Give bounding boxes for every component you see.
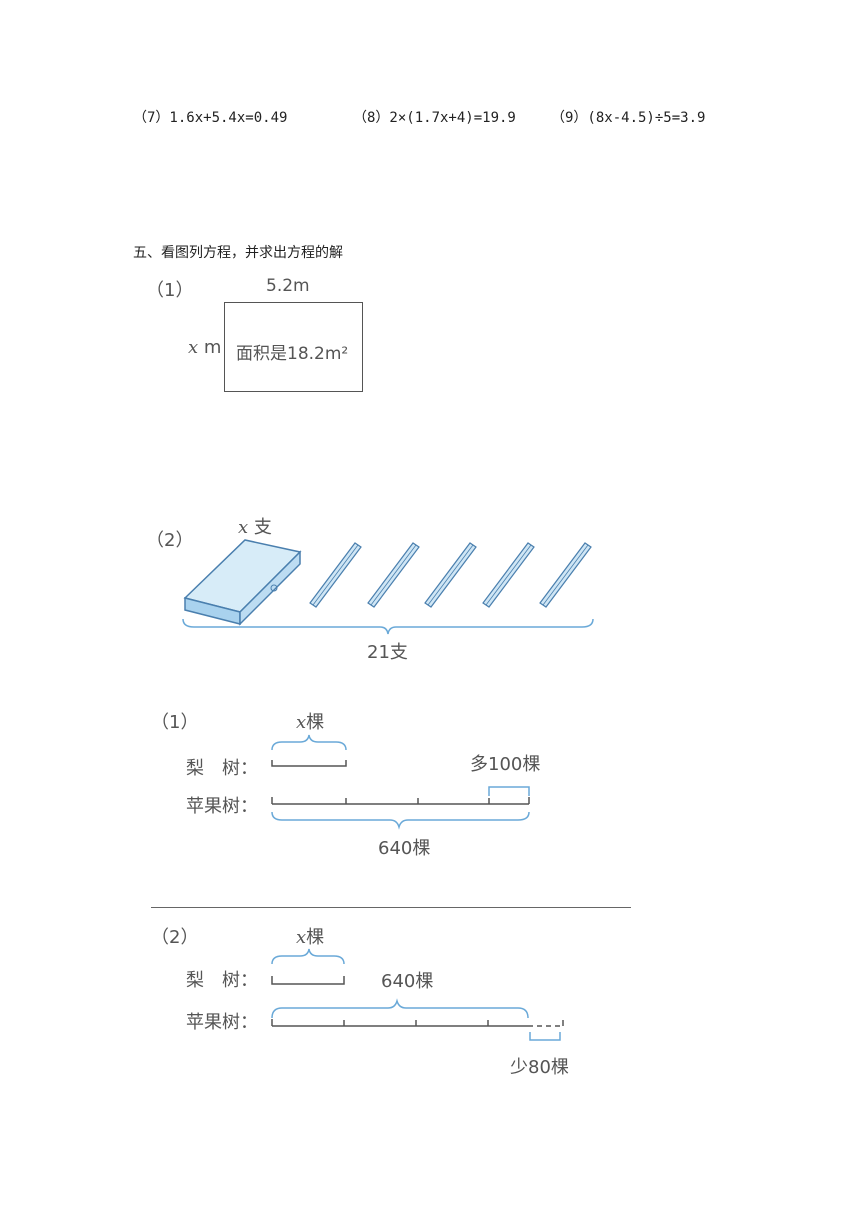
tree2-less: 少80棵 bbox=[510, 1057, 569, 1078]
tree1-diagram bbox=[271, 734, 530, 830]
tree1-pear-segment bbox=[271, 760, 347, 767]
tree1-total: 640棵 bbox=[378, 838, 431, 859]
equation-8: （8）2×(1.7x+4)=19.9 bbox=[353, 110, 516, 126]
tree1-row2-label: 苹果树： bbox=[186, 796, 258, 817]
section-heading: 五、看图列方程，并求出方程的解 bbox=[133, 245, 343, 261]
tree2-less-bracket bbox=[529, 1032, 561, 1041]
fig1-rectangle bbox=[224, 302, 363, 392]
equation-9: （9）(8x-4.5)÷5=3.9 bbox=[551, 110, 706, 126]
pencil-icon bbox=[482, 542, 535, 608]
pencil-icon bbox=[309, 542, 362, 608]
fig2-box-unit: 支 bbox=[253, 517, 272, 538]
tree2-pear-segment bbox=[271, 976, 345, 985]
tree1-top-label: x棵 bbox=[296, 708, 324, 734]
pencil-icons bbox=[309, 542, 592, 608]
fig2-box-label: x 支 bbox=[238, 513, 272, 539]
tree2-index: （2） bbox=[151, 927, 199, 948]
tree1-top-unit: 棵 bbox=[306, 712, 325, 733]
fig2-box-var: x bbox=[238, 517, 249, 538]
fig2-index: （2） bbox=[146, 530, 194, 551]
tree2-diagram bbox=[271, 948, 564, 1041]
tree1-index: （1） bbox=[151, 712, 199, 733]
tree2-total-brace bbox=[271, 998, 529, 1019]
fig2-total-brace bbox=[182, 618, 594, 635]
tree2-top-unit: 棵 bbox=[306, 927, 325, 948]
tree1-top-brace bbox=[271, 734, 347, 751]
fig1-top-label: 5.2m bbox=[266, 276, 310, 296]
fig1-side-unit: m bbox=[203, 337, 222, 358]
tree1-row1-label: 梨 树： bbox=[186, 758, 258, 779]
tree1-extra: 多100棵 bbox=[470, 754, 541, 775]
tree2-top-brace bbox=[271, 948, 345, 965]
section-divider bbox=[151, 907, 631, 908]
pencil-icon bbox=[367, 542, 420, 608]
tree2-row1-label: 梨 树： bbox=[186, 970, 258, 991]
fig1-side-var: x bbox=[188, 337, 199, 358]
equation-7: （7）1.6x+5.4x=0.49 bbox=[133, 110, 288, 126]
pencil-icon bbox=[539, 542, 592, 608]
fig1-index: （1） bbox=[146, 280, 194, 301]
tree1-total-brace bbox=[271, 811, 530, 830]
tree1-top-var: x bbox=[296, 712, 307, 733]
fig2-total: 21支 bbox=[367, 642, 408, 663]
tree2-top-label: x棵 bbox=[296, 923, 324, 949]
pencil-icon bbox=[424, 542, 477, 608]
pencil-box-icon bbox=[183, 539, 302, 626]
fig1-side-label: x m bbox=[188, 337, 221, 358]
tree2-total: 640棵 bbox=[381, 971, 434, 992]
fig2-drawing bbox=[182, 539, 594, 635]
fig1-area-text: 面积是18.2m² bbox=[236, 344, 349, 364]
tree1-extra-bracket bbox=[488, 786, 530, 796]
tree2-row2-label: 苹果树： bbox=[186, 1012, 258, 1033]
tree2-top-var: x bbox=[296, 927, 307, 948]
